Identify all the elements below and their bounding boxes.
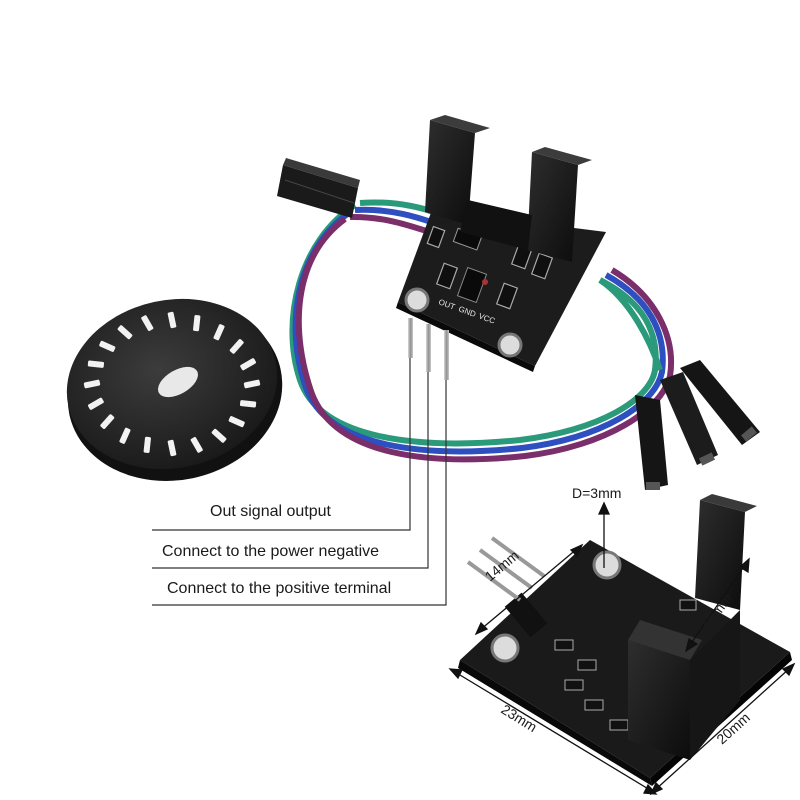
disc-slot [100,414,115,429]
jumper-wires [289,199,674,463]
disc-slot [117,325,133,340]
disc-slot [193,315,201,332]
mount-hole-right [497,332,523,358]
sensor-module: OUT GND VCC [396,115,606,380]
disc-slot [229,339,244,354]
disc-slot [99,340,116,352]
wire-blue [292,209,666,455]
mount-hole-left [404,287,430,313]
annotation-gnd: Connect to the power negative [162,543,379,560]
disc-slot [211,428,227,443]
disc-slot [190,436,203,453]
disc-hub-hole [158,366,198,398]
wire-purple [295,216,674,463]
dim-pin-spacing: 14mm [482,547,522,584]
annotation-vcc: Connect to the positive terminal [167,580,391,597]
disc-slot [167,439,177,457]
annotation-out-signal: Out signal output [210,503,332,520]
dim-hole-left [490,633,520,663]
disc-slot [228,416,245,428]
fork-left-arm [425,120,475,225]
dim-hole-right [592,550,622,580]
encoder-disc [66,298,283,481]
fork-right-arm [527,152,578,262]
disc-slot [83,379,101,389]
dim-fork-front [628,640,690,760]
disc-slot [119,427,131,444]
dimension-drawing: D=3mm 14mm 10mm 23mm 20mm [448,485,796,796]
dim-hole-diameter: D=3mm [572,485,621,501]
disc-slot [240,358,256,371]
pin-leaders [152,358,447,606]
disc-slot [87,360,105,368]
header-pin-out [408,318,413,358]
dupont-connectors-right [635,360,760,490]
disc-slot [213,324,225,341]
dupont-connector-top [277,158,360,218]
disc-slot [167,311,177,329]
disc-slot [141,315,154,332]
disc-slot [243,379,261,389]
header-pin-vcc [444,330,449,380]
disc-slot [143,436,151,453]
header-pin-gnd [426,324,431,372]
disc-slot [88,397,104,410]
disc-slot [239,400,257,408]
dim-pin-header [466,536,548,638]
